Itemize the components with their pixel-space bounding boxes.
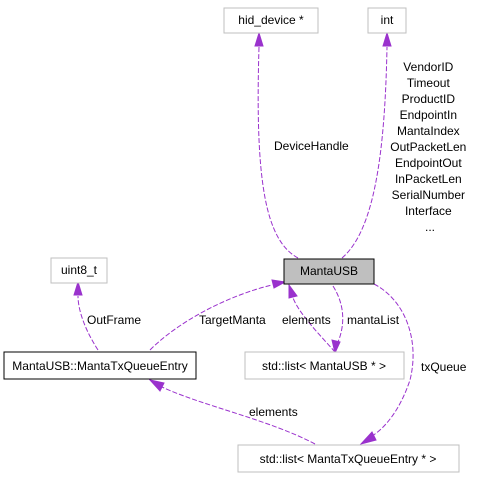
node-list-manta-usb[interactable]: std::list< MantaUSB * > (244, 351, 405, 380)
edge-out-frame: OutFrame (73, 280, 141, 351)
edge-label-int-members: VendorID Timeout ProductID EndpointIn Ma… (390, 60, 469, 234)
node-hid-device[interactable]: hid_device * (223, 7, 319, 34)
node-label-int: int (381, 13, 394, 27)
arrowhead (359, 431, 377, 445)
node-int[interactable]: int (367, 7, 407, 34)
node-label-uint8-t: uint8_t (61, 263, 98, 277)
node-list-tx-queue[interactable]: std::list< MantaTxQueueEntry * > (237, 444, 460, 473)
arrowhead (254, 31, 264, 47)
node-uint8-t[interactable]: uint8_t (50, 257, 108, 284)
node-label-hid-device: hid_device * (238, 13, 304, 27)
edge-elements-manta: elements (282, 283, 336, 353)
arrowhead (148, 379, 165, 392)
edge-manta-list: mantaList (331, 285, 400, 355)
arrowhead (73, 280, 83, 296)
arrowhead (288, 283, 298, 299)
node-manta-usb[interactable]: MantaUSB (283, 258, 375, 285)
edge-elements-tx: elements (148, 379, 316, 445)
edge-int-members: VendorID Timeout ProductID EndpointIn Ma… (341, 31, 469, 259)
node-tx-queue-entry[interactable]: MantaUSB::MantaTxQueueEntry (3, 351, 197, 380)
node-label-list-manta-usb: std::list< MantaUSB * > (262, 359, 386, 373)
node-label-tx-queue-entry: MantaUSB::MantaTxQueueEntry (12, 359, 187, 373)
edge-label-target-manta: TargetManta (199, 313, 266, 327)
arrowhead (331, 339, 341, 355)
edge-device-handle: DeviceHandle (254, 31, 349, 259)
edge-tx-queue: txQueue (359, 283, 467, 445)
arrowhead (382, 31, 392, 47)
edge-label-elements-tx: elements (249, 405, 298, 419)
node-label-list-tx-queue: std::list< MantaTxQueueEntry * > (260, 452, 437, 466)
edge-target-manta: TargetManta (149, 279, 287, 351)
arrowhead (271, 279, 287, 289)
node-label-manta-usb: MantaUSB (300, 264, 358, 278)
edge-label-elements-manta: elements (282, 313, 331, 327)
edge-label-device-handle: DeviceHandle (274, 139, 349, 153)
edge-label-manta-list: mantaList (347, 313, 400, 327)
edge-label-out-frame: OutFrame (87, 313, 141, 327)
edge-label-tx-queue: txQueue (421, 360, 467, 374)
